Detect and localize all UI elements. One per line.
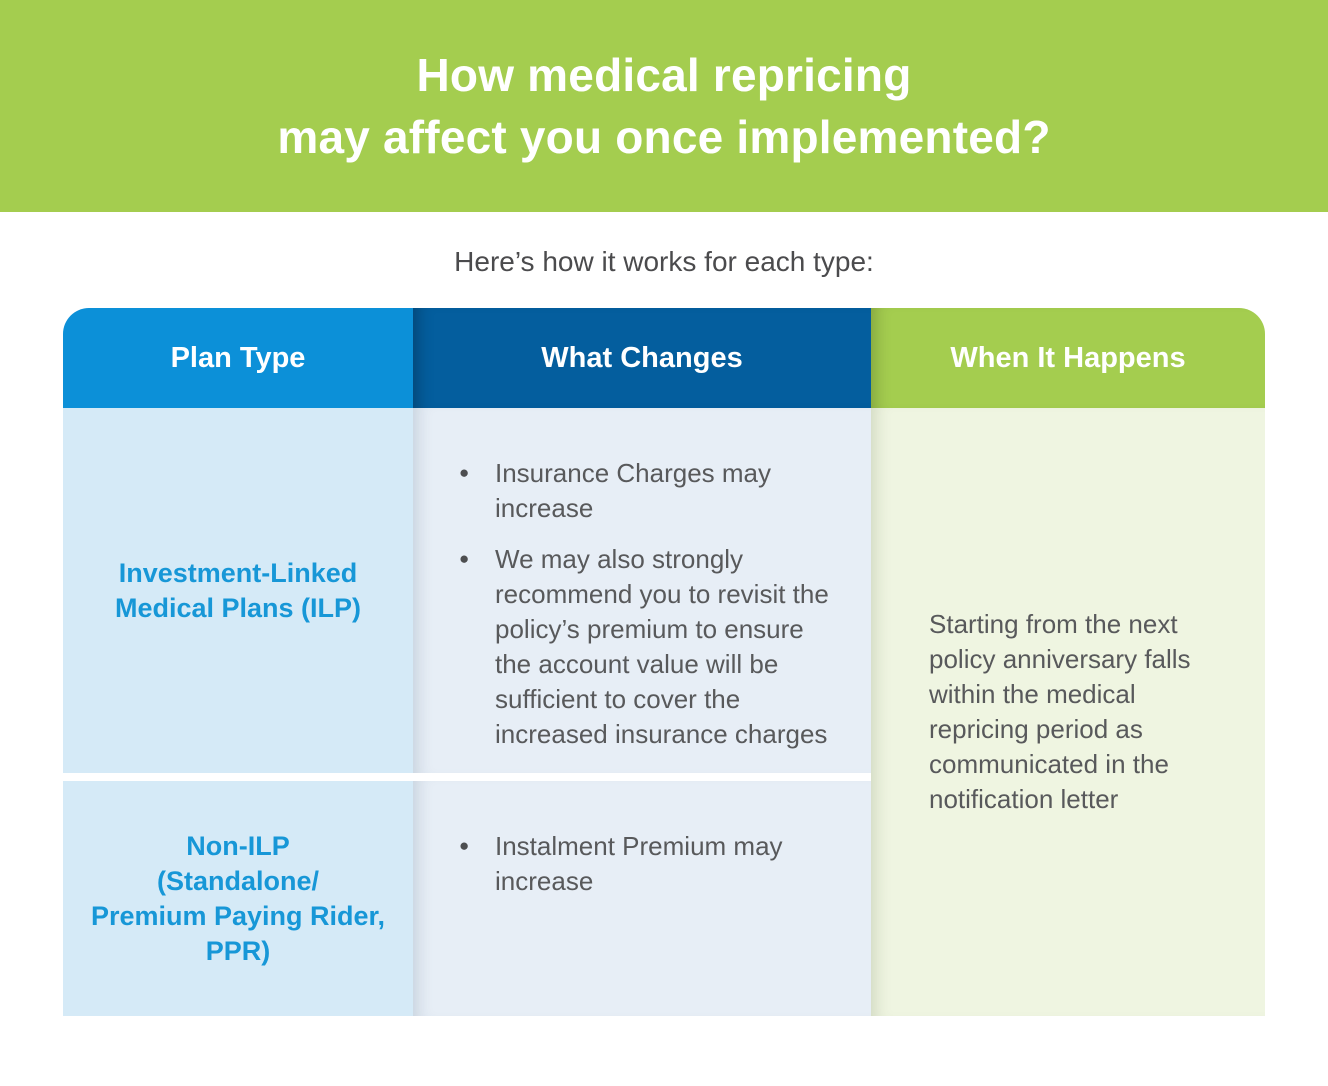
change-text: Insurance Charges may increase xyxy=(495,458,772,523)
change-text: Instalment Premium may increase xyxy=(495,831,783,896)
plan-type-ilp-line: Investment-Linked xyxy=(118,557,358,588)
bullet-icon: ● xyxy=(459,549,470,568)
cell-what-changes-ilp: ● Insurance Charges may increase ● We ma… xyxy=(413,408,871,773)
intro-text: Here’s how it works for each type: xyxy=(454,246,874,277)
header-banner: How medical repricing may affect you onc… xyxy=(0,0,1328,212)
plan-type-non-ilp-line: (Standalone/ xyxy=(156,865,319,896)
bullet-icon: ● xyxy=(459,836,470,855)
list-item: ● Instalment Premium may increase xyxy=(457,829,837,899)
bullet-icon: ● xyxy=(459,463,470,482)
column-header-when-it-happens: When It Happens xyxy=(871,308,1265,408)
when-it-happens-text: Starting from the next policy anniversar… xyxy=(929,609,1191,814)
cell-what-changes-non-ilp: ● Instalment Premium may increase xyxy=(413,781,871,1016)
row-divider xyxy=(63,773,871,781)
cell-plan-type-non-ilp: Non-ILP (Standalone/ Premium Paying Ride… xyxy=(63,781,413,1016)
cell-when-it-happens: Starting from the next policy anniversar… xyxy=(871,408,1265,1016)
column-header-plan-type: Plan Type xyxy=(63,308,413,408)
repricing-table: Plan Type What Changes When It Happens I… xyxy=(63,308,1265,1016)
page-title-line-2: may affect you once implemented? xyxy=(277,111,1051,163)
changes-list-ilp: ● Insurance Charges may increase ● We ma… xyxy=(457,456,855,752)
changes-list-non-ilp: ● Instalment Premium may increase xyxy=(457,829,855,899)
plan-type-ilp-line: Medical Plans (ILP) xyxy=(114,592,362,623)
list-item: ● Insurance Charges may increase xyxy=(457,456,837,526)
cell-plan-type-ilp: Investment-Linked Medical Plans (ILP) xyxy=(63,408,413,773)
list-item: ● We may also strongly recommend you to … xyxy=(457,542,837,752)
plan-type-non-ilp-line: PPR) xyxy=(205,935,271,966)
change-text: We may also strongly recommend you to re… xyxy=(495,544,829,749)
plan-type-non-ilp-line: Non-ILP xyxy=(186,830,290,861)
column-header-what-changes: What Changes xyxy=(413,308,871,408)
plan-type-non-ilp-line: Premium Paying Rider, xyxy=(90,900,386,931)
page-title-line-1: How medical repricing xyxy=(416,49,912,101)
